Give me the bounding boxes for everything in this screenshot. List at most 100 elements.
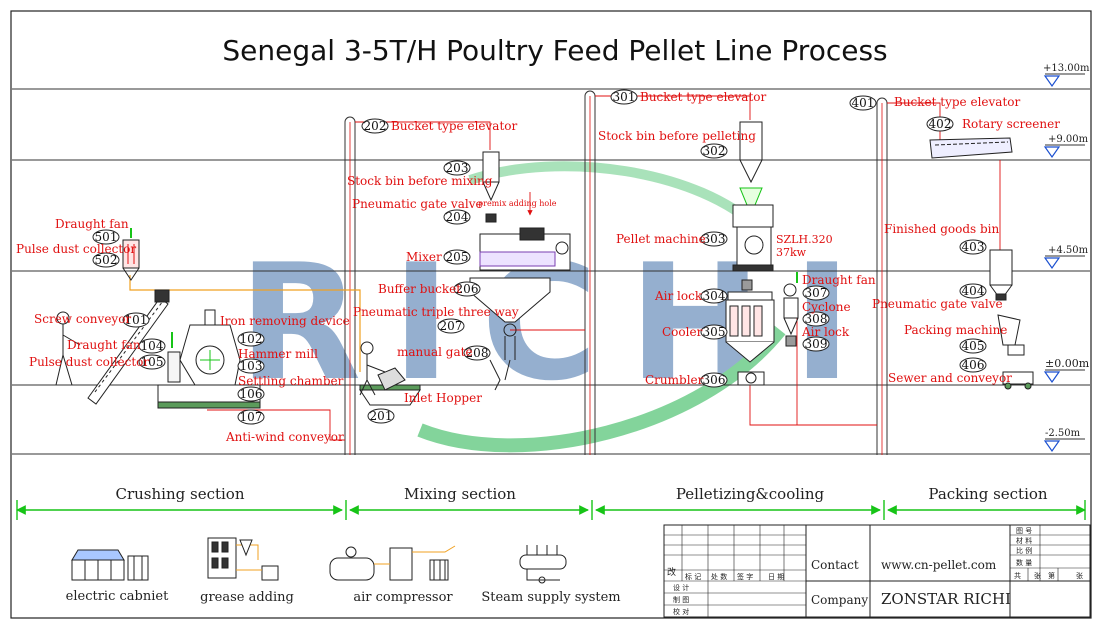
title-block-gai: 改 bbox=[667, 566, 676, 578]
code-badge-205: 205 bbox=[443, 249, 471, 265]
label-pellet-power: 37kw bbox=[776, 246, 807, 259]
pneumatic-triple-207-icon bbox=[503, 323, 517, 337]
label-stock-bin-pelleting: Stock bin before pelleting bbox=[598, 129, 756, 143]
code-badge-207: 207 bbox=[437, 318, 465, 334]
code-text: 405 bbox=[962, 339, 985, 353]
code-badge-404: 404 bbox=[959, 283, 987, 299]
code-text: 304 bbox=[703, 289, 726, 303]
code-text: 102 bbox=[240, 332, 263, 346]
worker-figure-mixing bbox=[359, 341, 406, 396]
label-hammer-mill: Hammer mill bbox=[238, 347, 318, 361]
level-marker: -2.50m bbox=[1043, 428, 1085, 453]
level-markers: +13.00m +9.00m +4.50m ±0.00m -2.50m bbox=[1043, 63, 1090, 453]
section-label-pelletizing: Pelletizing&cooling bbox=[676, 485, 825, 503]
cyclone-308 bbox=[783, 283, 799, 336]
level-triangle bbox=[1043, 75, 1061, 88]
drawing-frame bbox=[10, 10, 1092, 619]
code-text: 303 bbox=[703, 232, 726, 246]
flow-306-to-401 bbox=[749, 385, 877, 426]
label-anti-wind-conveyor: Anti-wind conveyor bbox=[225, 430, 344, 444]
code-badge-104: 104 bbox=[138, 338, 166, 354]
title-block-revision-mark: 标 记 bbox=[685, 572, 701, 581]
code-text: 502 bbox=[95, 253, 118, 267]
title-block-contact-value: www.cn-pellet.com bbox=[881, 558, 997, 572]
label-mixer: Mixer bbox=[406, 250, 442, 264]
code-badge-301: 301 bbox=[610, 89, 638, 105]
level-label: +13.00m bbox=[1043, 63, 1090, 74]
manual-gate-208-icon bbox=[489, 359, 511, 391]
label-air-lock-309: Air lock bbox=[801, 325, 850, 339]
title-block-sheet-unit-2: 张 bbox=[1076, 571, 1083, 580]
code-badge-305: 305 bbox=[700, 324, 728, 340]
bucket-elevator-301 bbox=[584, 90, 596, 455]
level-triangle bbox=[1043, 371, 1061, 384]
code-badge-204: 204 bbox=[443, 209, 471, 225]
title-block-company-value: ZONSTAR RICHI bbox=[881, 590, 1011, 608]
code-badge-208: 208 bbox=[463, 345, 491, 361]
flow-106-to-202 bbox=[207, 409, 345, 441]
code-badge-103: 103 bbox=[237, 358, 265, 374]
auxiliary-label-steam-supply: Steam supply system bbox=[481, 590, 620, 605]
code-badge-101: 101 bbox=[122, 312, 150, 328]
label-air-lock-304: Air lock bbox=[654, 289, 703, 303]
air-compressor-icon bbox=[329, 545, 456, 581]
label-pneumatic-gate-valve-404: Pneumatic gate valve bbox=[872, 297, 1003, 311]
code-text: 302 bbox=[703, 144, 726, 158]
code-text: 501 bbox=[95, 230, 118, 244]
code-text: 208 bbox=[466, 346, 489, 360]
code-text: 401 bbox=[852, 96, 875, 110]
title-block-sheet-unit: 张 bbox=[1034, 571, 1041, 580]
code-badge-107: 107 bbox=[237, 409, 265, 425]
code-text: 207 bbox=[440, 319, 463, 333]
title-block-sheet-total: 共 bbox=[1014, 571, 1021, 580]
code-text: 105 bbox=[141, 355, 164, 369]
auxiliary-label-grease-adding: grease adding bbox=[200, 590, 294, 605]
code-text: 305 bbox=[703, 325, 726, 339]
title-block-revision-date: 日 期 bbox=[768, 573, 784, 581]
label-pulse-dust-collector-502: Pulse dust collector bbox=[16, 242, 136, 256]
pelletizing-equipment bbox=[725, 121, 799, 386]
code-text: 206 bbox=[456, 282, 479, 296]
packing-equipment bbox=[929, 137, 1034, 390]
mixing-equipment bbox=[359, 151, 571, 406]
code-badge-405: 405 bbox=[959, 338, 987, 354]
code-text: 101 bbox=[125, 313, 148, 327]
label-screw-conveyor: Screw conveyor bbox=[34, 312, 131, 326]
label-cyclone: Cyclone bbox=[802, 300, 851, 314]
diagram-title: Senegal 3-5T/H Poultry Feed Pellet Line … bbox=[222, 34, 887, 67]
section-label-crushing: Crushing section bbox=[116, 485, 245, 503]
code-badge-105: 105 bbox=[138, 354, 166, 370]
flow-lines bbox=[207, 95, 1001, 441]
label-draught-fan-307: Draught fan bbox=[802, 273, 876, 287]
title-block-design: 设 计 bbox=[673, 583, 689, 592]
code-badge-202: 202 bbox=[361, 118, 389, 134]
title-block-quantity: 数 量 bbox=[1016, 558, 1032, 567]
title-block-drawing-no: 图 号 bbox=[1016, 527, 1032, 535]
mixer-205 bbox=[479, 227, 571, 271]
code-text: 402 bbox=[929, 117, 952, 131]
code-text: 106 bbox=[240, 387, 263, 401]
stock-bin-302 bbox=[739, 121, 763, 184]
level-marker: +13.00m bbox=[1043, 63, 1090, 88]
label-bucket-elevator-401: Bucket type elevator bbox=[894, 95, 1020, 109]
pellet-machine-303 bbox=[732, 204, 774, 272]
bucket-elevator-202 bbox=[344, 116, 356, 455]
code-text: 201 bbox=[370, 409, 393, 423]
code-badge-502: 502 bbox=[92, 252, 120, 268]
grease-adding-icon bbox=[207, 537, 279, 581]
label-pellet-model: SZLH.320 bbox=[776, 233, 833, 246]
title-block-revision-count: 处 数 bbox=[711, 572, 727, 581]
pneumatic-gate-valve-404-icon bbox=[995, 293, 1007, 301]
code-badge-403: 403 bbox=[959, 239, 987, 255]
title-block-company-label: Company bbox=[811, 593, 868, 607]
label-iron-removing-device: Iron removing device bbox=[220, 314, 350, 328]
flow-301-to-302 bbox=[595, 95, 751, 120]
title-block-material: 材 料 bbox=[1016, 536, 1032, 545]
code-text: 104 bbox=[141, 339, 164, 353]
code-badge-302: 302 bbox=[700, 143, 728, 159]
title-block-sheet-index: 第 bbox=[1048, 571, 1055, 580]
code-text: 103 bbox=[240, 359, 263, 373]
label-pellet-machine: Pellet machine bbox=[616, 232, 706, 246]
section-label-packing: Packing section bbox=[928, 485, 1048, 503]
